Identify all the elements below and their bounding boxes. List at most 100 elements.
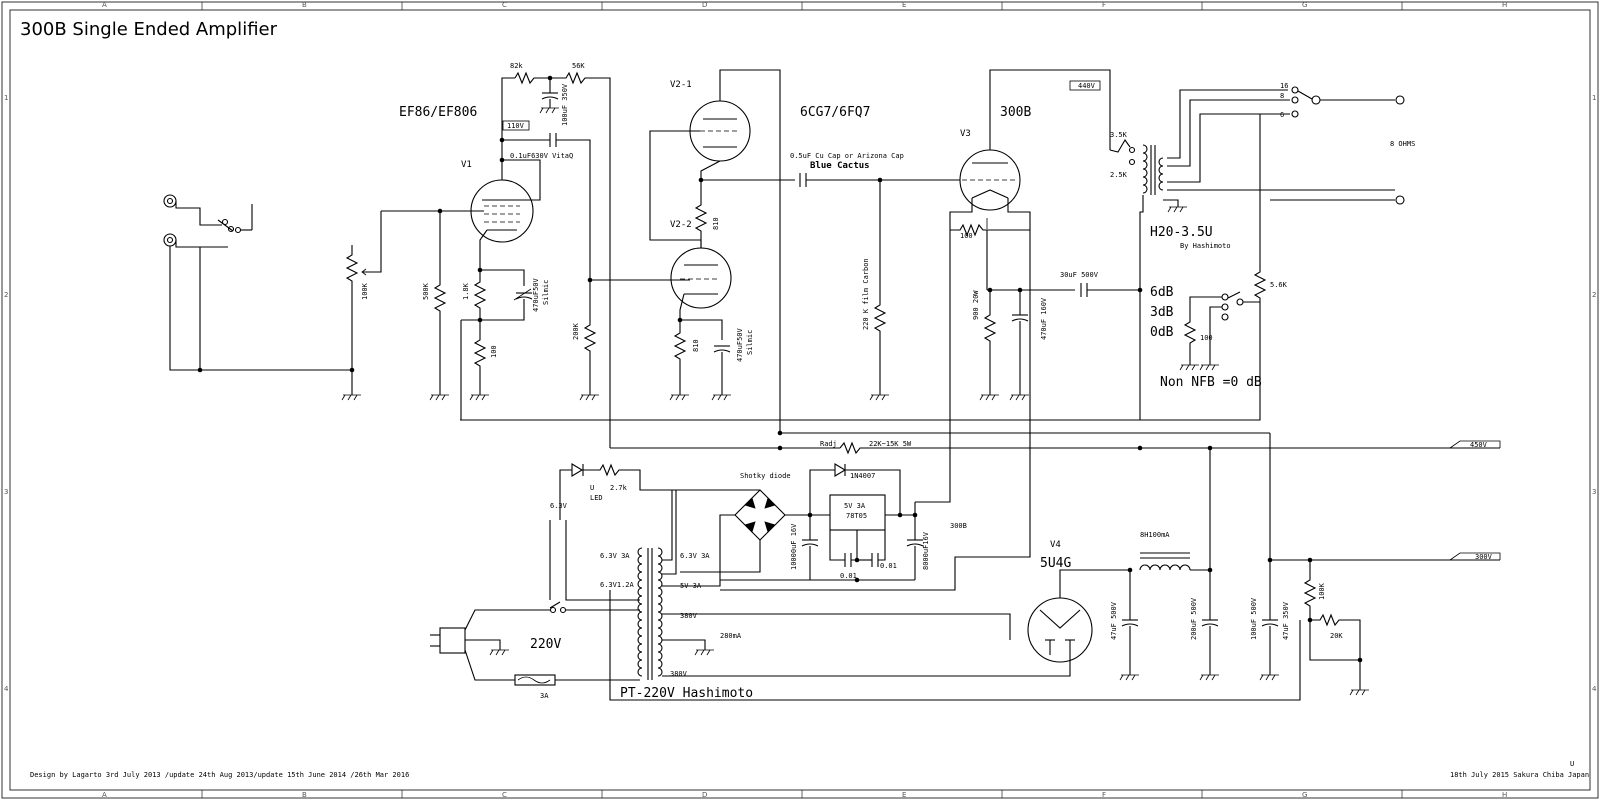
label-c30u500: 30uF 500V <box>1060 271 1099 279</box>
ruler-col-B: B <box>302 1 307 9</box>
label-nfb-0db: 0dB <box>1150 325 1174 340</box>
label-heater-300b: 300B <box>950 522 967 530</box>
label-r100kb: 100K <box>1318 582 1326 600</box>
label-tap6: 6 <box>1280 111 1284 119</box>
ruler-row-2: 2 <box>1592 291 1596 299</box>
label-c10000u: 10000uF 16V <box>790 523 798 570</box>
ruler-col-F: F <box>1102 1 1106 9</box>
label-6cg7: 6CG7/6FQ7 <box>800 105 870 120</box>
mains-plug <box>439 627 466 654</box>
label-5u4g: 5U4G <box>1040 556 1071 571</box>
ruler-col-G: G <box>1302 1 1307 9</box>
tube-v4 <box>1027 597 1093 663</box>
label-c200u500: 200uF 500V <box>1190 597 1198 640</box>
label-ot-by: By Hashimoto <box>1180 242 1231 250</box>
label-v1: V1 <box>461 160 472 170</box>
label-pt-a: 6.3V 3A <box>600 552 630 560</box>
label-c470u50-1: 470uF50V <box>532 277 540 312</box>
label-c001b: 0.01 <box>880 562 897 570</box>
label-300b: 300B <box>1000 105 1031 120</box>
ruler-row-3: 3 <box>1592 488 1596 496</box>
v3-stage: V3 300B 100 900 20W 470uF 160V 30uF 500V <box>720 69 1143 591</box>
label-r22k: 22K~15K 5W <box>869 440 912 448</box>
ruler-col-E: E <box>902 791 906 799</box>
ruler-col-D: D <box>702 791 707 799</box>
label-c100u350: 100uF 350V <box>561 83 569 126</box>
label-v4: V4 <box>1050 540 1061 550</box>
ruler-col-C: C <box>502 791 507 799</box>
label-c01u630: 0.1uF630V VitaQ <box>510 152 573 160</box>
label-c470u160: 470uF 160V <box>1040 297 1048 340</box>
ruler-col-H: H <box>1502 791 1507 799</box>
label-coupling-cap: 0.5uF Cu Cap or Arizona Cap <box>790 152 904 160</box>
output-section: 440V 3.5K 2.5K 16 8 6 8 OHMS H20-3.5U By… <box>460 80 1415 421</box>
label-8-ohms: 8 OHMS <box>1390 140 1415 148</box>
ruler-col-H: H <box>1502 1 1507 9</box>
ruler-row-3: 3 <box>4 488 8 496</box>
fuse-3a <box>514 674 556 686</box>
label-c47u350: 47uF 350V <box>1282 601 1290 640</box>
label-pt-e: 380V <box>680 612 698 620</box>
b-plus-rails: Radj 22K~15K 5W 450V 300V <box>610 430 1501 563</box>
label-non-nfb: Non NFB =0 dB <box>1160 375 1262 390</box>
label-blue-cactus: Blue Cactus <box>810 161 870 171</box>
ruler-col-F: F <box>1102 791 1106 799</box>
label-led-u: U <box>590 484 594 492</box>
label-r18k: 1.8K <box>462 282 470 300</box>
v2-stage: V2-1 V2-2 6CG7/6FQ7 810 810 470uF50V Sil… <box>590 69 960 433</box>
label-tap16: 16 <box>1280 82 1288 90</box>
label-v2-2: V2-2 <box>670 220 692 230</box>
sheet-title: 300B Single Ended Amplifier <box>20 19 278 40</box>
ruler-row-4: 4 <box>1592 685 1597 693</box>
label-radj: Radj <box>820 440 837 448</box>
label-pt-b: 6.3V1.2A <box>600 581 635 589</box>
label-c001a: 0.01 <box>840 572 857 580</box>
label-440v: 440V <box>1078 82 1096 90</box>
ruler-row-4: 4 <box>4 685 9 693</box>
label-nfb-3db: 3dB <box>1150 305 1174 320</box>
ruler-col-A: A <box>102 791 107 799</box>
label-r810b: 810 <box>692 339 700 352</box>
label-tap35k: 3.5K <box>1110 131 1128 139</box>
label-silmic-2: Silmic <box>746 330 754 355</box>
label-r100c: 100 <box>1200 334 1213 342</box>
label-300v: 300V <box>1475 553 1493 561</box>
label-r20k: 20K <box>1330 632 1343 640</box>
label-r100b: 100 <box>960 232 973 240</box>
label-reg1: 5V 3A <box>844 502 866 510</box>
label-r56k-nfb: 5.6K <box>1270 281 1288 289</box>
ruler-col-D: D <box>702 1 707 9</box>
label-r810a: 810 <box>712 217 720 230</box>
ruler-col-E: E <box>902 1 906 9</box>
label-nfb-6db: 6dB <box>1150 285 1174 300</box>
ruler-col-A: A <box>102 1 107 9</box>
label-tap25k: 2.5K <box>1110 171 1128 179</box>
label-r100k-pot: 100K <box>361 282 369 300</box>
label-r27k: 2.7k <box>610 484 628 492</box>
label-c47u500a: 47uF 500V <box>1110 601 1118 640</box>
label-pt-f: 280mA <box>720 632 742 640</box>
label-c100u500: 100uF 500V <box>1250 597 1258 640</box>
label-v3: V3 <box>960 129 971 139</box>
label-r900: 900 20W <box>972 290 980 320</box>
footer-design: Design by Lagarto 3rd July 2013 /update … <box>30 771 409 779</box>
ruler-row-1: 1 <box>1592 94 1596 102</box>
ruler-col-C: C <box>502 1 507 9</box>
label-pt-c: 6.3V 3A <box>680 552 710 560</box>
label-1n4007: 1N4007 <box>850 472 875 480</box>
label-pt-model: PT-220V Hashimoto <box>620 686 753 701</box>
ruler-col-B: B <box>302 791 307 799</box>
label-63v: 6.3V <box>550 502 568 510</box>
input-section: 100K <box>163 194 382 401</box>
label-ef86: EF86/EF806 <box>399 105 477 120</box>
label-reg2: 78T05 <box>846 512 867 520</box>
label-fuse: 3A <box>540 692 549 700</box>
tube-v2-2 <box>670 247 732 309</box>
label-r56k: 56K <box>572 62 585 70</box>
label-v2-1: V2-1 <box>670 80 692 90</box>
label-110v: 110V <box>507 122 525 130</box>
label-tap8: 8 <box>1280 92 1284 100</box>
label-ot-model: H20-3.5U <box>1150 225 1213 240</box>
label-shotky: Shotky diode <box>740 472 791 480</box>
